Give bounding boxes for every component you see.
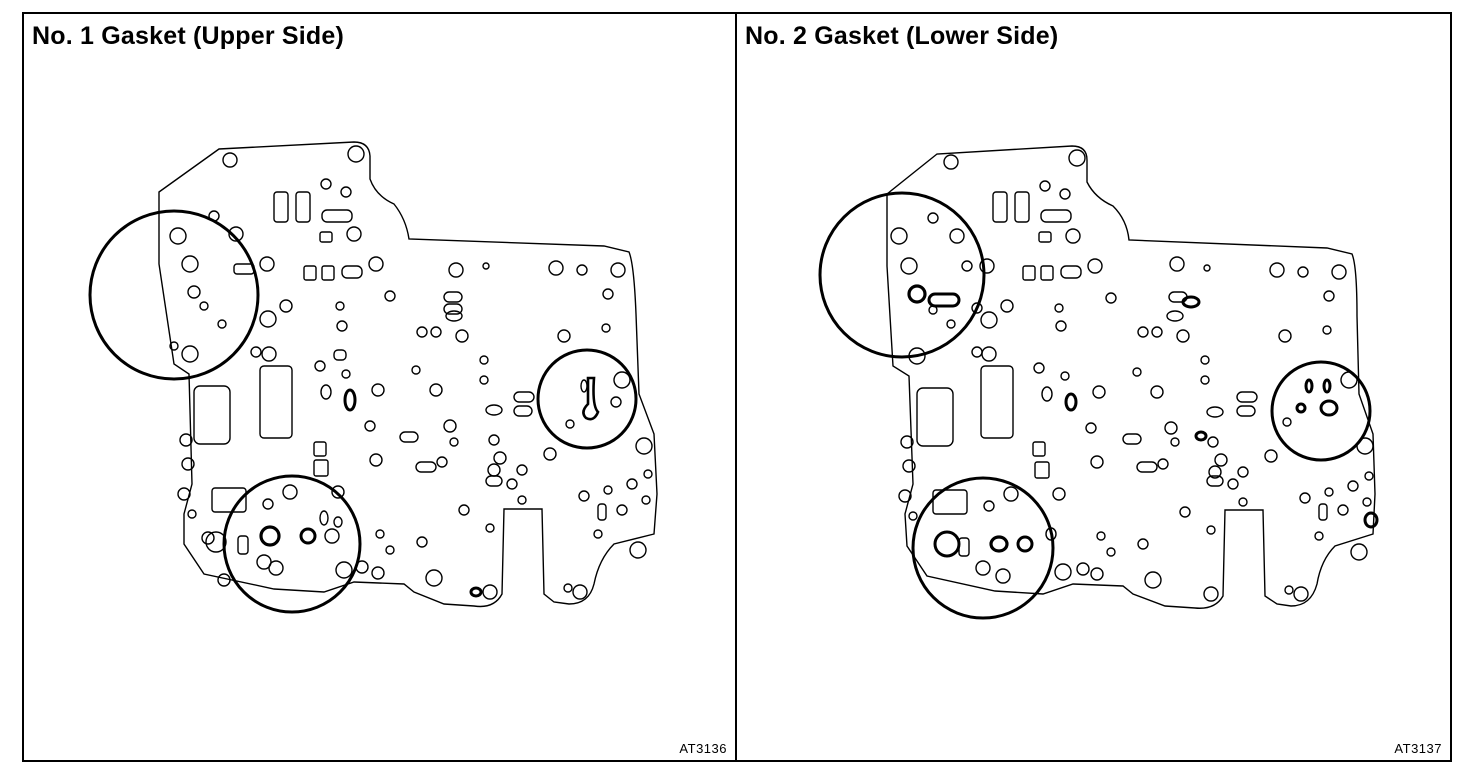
figure-code: AT3137 bbox=[1394, 741, 1442, 756]
gasket-diagram-upper bbox=[88, 141, 658, 614]
figure-frame: No. 1 Gasket (Upper Side) bbox=[22, 12, 1452, 762]
panel-lower-side: No. 2 Gasket (Lower Side) bbox=[737, 14, 1450, 760]
panel-title: No. 1 Gasket (Upper Side) bbox=[32, 22, 345, 50]
gasket-diagram-lower bbox=[818, 145, 1379, 620]
gasket-outline bbox=[886, 145, 1376, 609]
gasket-outline bbox=[158, 141, 658, 608]
figure-code: AT3136 bbox=[679, 741, 727, 756]
panel-upper-side: No. 1 Gasket (Upper Side) bbox=[24, 14, 737, 760]
panel-title: No. 2 Gasket (Lower Side) bbox=[745, 22, 1059, 50]
